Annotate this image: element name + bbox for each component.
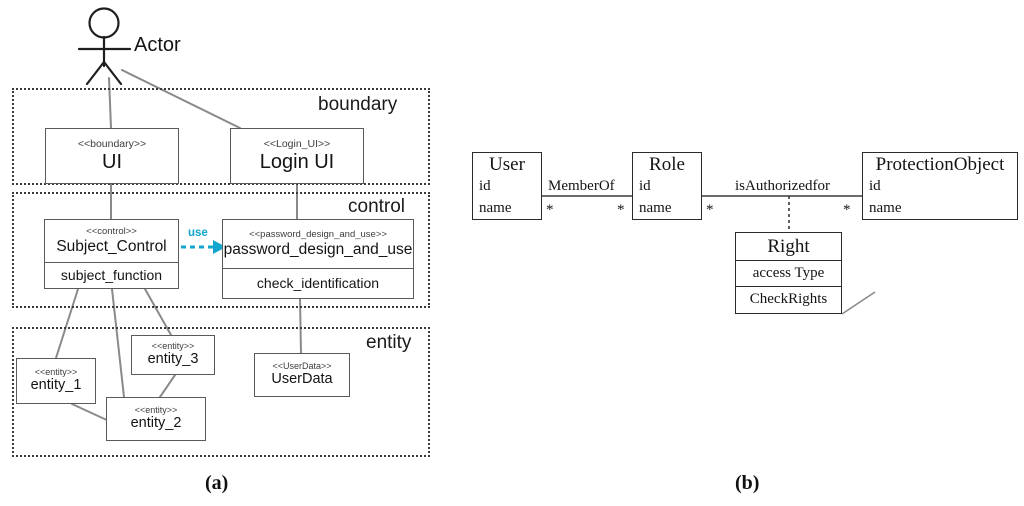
class-box-protection-object[interactable]: ProtectionObject id name	[862, 152, 1018, 220]
multiplicity-user: *	[546, 202, 554, 218]
assoc-actor-ui	[108, 77, 112, 129]
association-label-memberof: MemberOf	[548, 178, 615, 194]
class-box-entity-3-stereotype: <<entity>>	[151, 341, 195, 352]
class-box-password-design-and-use-header: <<password_design_and_use>> password_des…	[223, 220, 413, 268]
class-box-role-attr-id: id	[639, 178, 651, 195]
class-box-entity-2-name: entity_2	[130, 414, 182, 431]
class-box-role[interactable]: Role id name	[632, 152, 702, 220]
assoc-actor-login-ui	[121, 69, 241, 129]
class-box-entity-1[interactable]: <<entity>> entity_1	[16, 358, 96, 404]
class-box-subject-control-stereotype: <<control>>	[86, 226, 137, 238]
class-box-userdata[interactable]: <<UserData>> UserData	[254, 353, 350, 397]
class-box-ui-header: <<boundary>> UI	[46, 129, 178, 183]
class-box-password-design-and-use-name: password_design_and_use	[223, 240, 413, 258]
class-box-user[interactable]: User id name	[472, 152, 542, 220]
package-boundary-label: boundary	[318, 94, 398, 115]
operation-subject-function: subject_function	[60, 266, 163, 283]
class-box-entity-3[interactable]: <<entity>> entity_3	[131, 335, 215, 375]
multiplicity-protection-object: *	[843, 202, 851, 218]
class-box-ui-name: UI	[102, 150, 122, 173]
class-box-password-design-and-use[interactable]: <<password_design_and_use>> password_des…	[222, 219, 414, 299]
class-box-userdata-header: <<UserData>> UserData	[255, 354, 349, 396]
actor-leg-left-line	[85, 60, 106, 86]
assoc-subject-entity-1	[55, 288, 79, 359]
class-box-ui-stereotype: <<boundary>>	[77, 138, 147, 151]
actor-leg-right-line	[102, 60, 123, 86]
operation-check-identification: check_identification	[256, 274, 380, 291]
class-box-right[interactable]: Right access Type CheckRights	[735, 232, 842, 314]
class-box-right-title: Right	[767, 235, 810, 257]
class-box-user-attr-name: name	[479, 199, 512, 216]
caption-a-text: (a)	[205, 472, 229, 494]
package-entity	[12, 327, 430, 457]
class-box-entity-2-stereotype: <<entity>>	[134, 405, 178, 416]
class-box-subject-control-header: <<control>> Subject_Control	[45, 220, 178, 262]
class-box-user-attr-id: id	[479, 178, 491, 195]
use-dependency-arrow	[181, 240, 226, 254]
class-box-entity-2[interactable]: <<entity>> entity_2	[106, 397, 206, 441]
class-box-role-title: Role	[649, 153, 685, 175]
class-box-login-ui[interactable]: <<Login_UI>> Login UI	[230, 128, 364, 184]
assoc-line-right-protectionobject	[841, 291, 876, 315]
class-box-entity-3-name: entity_3	[147, 350, 199, 367]
assoc-password-userdata	[299, 298, 302, 354]
class-box-protection-object-attr-id: id	[869, 178, 881, 195]
class-box-login-ui-name: Login UI	[259, 150, 335, 173]
class-box-protection-object-attr-name: name	[869, 199, 902, 216]
package-control	[12, 192, 430, 308]
class-box-entity-1-stereotype: <<entity>>	[34, 367, 78, 378]
class-box-subject-control[interactable]: <<control>> Subject_Control subject_func…	[44, 219, 179, 289]
class-box-login-ui-header: <<Login_UI>> Login UI	[231, 129, 363, 183]
actor-label: Actor	[134, 34, 181, 56]
caption-b: (b)	[735, 472, 759, 495]
class-box-userdata-stereotype: <<UserData>>	[272, 361, 332, 372]
class-box-protection-object-title: ProtectionObject	[875, 153, 1005, 175]
class-box-subject-control-operations: subject_function	[45, 262, 178, 288]
class-box-subject-control-name: Subject_Control	[56, 237, 167, 255]
use-dependency-label: use	[188, 227, 208, 239]
class-box-entity-1-header: <<entity>> entity_1	[17, 359, 95, 403]
class-box-right-attr-access-type: access Type	[736, 260, 841, 285]
class-box-entity-1-name: entity_1	[30, 376, 82, 393]
class-box-password-design-and-use-operations: check_identification	[223, 268, 413, 298]
class-box-userdata-name: UserData	[271, 370, 333, 387]
class-box-password-design-and-use-stereotype: <<password_design_and_use>>	[249, 229, 387, 241]
association-label-isauthorizedfor: isAuthorizedfor	[735, 178, 830, 194]
class-box-entity-3-header: <<entity>> entity_3	[132, 336, 214, 374]
class-box-right-attr-check-rights: CheckRights	[736, 285, 841, 313]
class-box-ui[interactable]: <<boundary>> UI	[45, 128, 179, 184]
package-boundary	[12, 88, 430, 185]
package-control-label: control	[348, 196, 406, 217]
multiplicity-role-right: *	[706, 202, 714, 218]
class-box-role-attr-name: name	[639, 199, 672, 216]
class-box-login-ui-stereotype: <<Login_UI>>	[263, 138, 331, 151]
class-box-entity-2-header: <<entity>> entity_2	[107, 398, 205, 440]
assoc-entity-3-entity-2	[159, 374, 176, 398]
multiplicity-role-left: *	[617, 202, 625, 218]
caption-a: (a)	[205, 472, 228, 495]
package-entity-label: entity	[366, 332, 412, 353]
caption-b-text: (b)	[735, 472, 760, 494]
class-box-user-title: User	[489, 153, 525, 175]
